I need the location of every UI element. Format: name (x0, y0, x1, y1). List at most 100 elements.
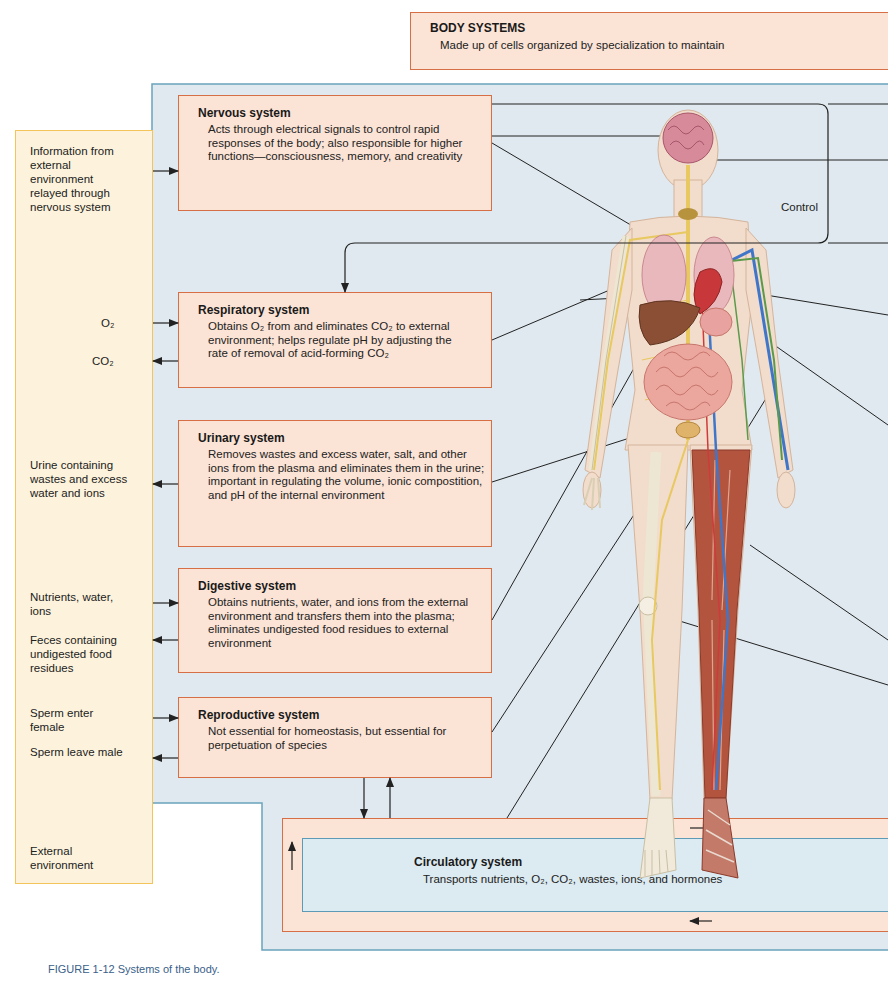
leader-line (492, 272, 652, 340)
leader-line (492, 136, 672, 137)
control-line (828, 104, 888, 105)
edge-label: Sperm enter female (30, 706, 130, 734)
connector-arrow (153, 717, 178, 718)
box-text: Obtains O₂ from and eliminates CO₂ to ex… (208, 320, 472, 361)
thyroid (678, 208, 698, 220)
bladder (676, 422, 700, 438)
title-box: BODY SYSTEMSMade up of cells organized b… (410, 12, 888, 70)
control-line (828, 243, 888, 244)
box-heading: Reproductive system (198, 709, 319, 723)
lung (694, 237, 734, 313)
connector-arrow (153, 639, 178, 640)
flow-arrow (690, 920, 712, 921)
box-text: Made up of cells organized by specializa… (440, 39, 880, 53)
box-text: Acts through electrical signals to contr… (208, 123, 482, 164)
edge-label: Feces containing undigested food residue… (30, 633, 130, 675)
drawing-part (585, 228, 632, 478)
edge-label: Control (781, 200, 818, 214)
drawing-part (594, 232, 688, 470)
connector-arrow (153, 757, 178, 758)
leader-lines (492, 104, 888, 818)
liver (639, 301, 700, 345)
leader-line (700, 160, 888, 161)
leader-line (492, 432, 688, 732)
connector-arrow (153, 322, 178, 323)
drawing-part (584, 478, 600, 510)
drawing-part (702, 798, 738, 878)
drawing-part (777, 472, 795, 508)
system-box: Digestive systemObtains nutrients, water… (178, 568, 492, 673)
system-box: Nervous systemActs through electrical si… (178, 95, 492, 211)
connector-arrow (153, 170, 178, 171)
drawing-part (746, 228, 793, 478)
skin (583, 110, 795, 800)
vessels (702, 250, 788, 790)
leader-line (580, 292, 740, 300)
connector-arrow (345, 104, 828, 292)
drawing-part (648, 612, 656, 796)
stomach (700, 308, 732, 336)
connector-arrow (389, 778, 390, 818)
drawing-part (692, 450, 750, 798)
drawing-part (708, 300, 728, 790)
heart (694, 269, 722, 314)
leader-line (770, 342, 888, 425)
leader-line (507, 392, 770, 818)
box-heading: Respiratory system (198, 304, 309, 318)
drawing-part (639, 597, 657, 615)
leader-line (492, 143, 646, 234)
edge-label: CO₂ (92, 354, 114, 368)
drawing-part (730, 262, 748, 440)
drawing-part (625, 216, 752, 450)
leader-line (735, 290, 888, 315)
system-box: Urinary systemRemoves wastes and excess … (178, 420, 492, 547)
leader-line (492, 322, 660, 620)
box-text: Removes wastes and excess water, salt, a… (208, 448, 486, 502)
drawing-part (628, 445, 688, 800)
system-box: Respiratory systemObtains O₂ from and el… (178, 292, 492, 388)
connector-arrow (153, 483, 178, 484)
connector-arrow (153, 360, 178, 361)
drawing-part (712, 250, 788, 470)
leader-line (660, 615, 888, 685)
drawing-part (645, 850, 668, 876)
muscles (692, 450, 750, 878)
body-figure (583, 110, 795, 878)
connector-arrow (363, 778, 364, 818)
edge-label: Urine containing wastes and excess water… (30, 458, 130, 500)
system-box: Reproductive systemNot essential for hom… (178, 697, 492, 778)
edge-label: Sperm leave male (30, 745, 130, 759)
drawing-part (652, 440, 688, 790)
brain (663, 113, 713, 163)
box-text: External environment (30, 844, 130, 872)
brain-folds (668, 126, 704, 149)
leader-line (492, 420, 686, 482)
skeleton (584, 236, 676, 878)
box-text: Not essential for homeostasis, but essen… (208, 725, 470, 752)
box-heading: Circulatory system (414, 856, 522, 870)
box-heading: Urinary system (198, 432, 285, 446)
drawing-part (640, 798, 676, 878)
box-heading: Digestive system (198, 580, 296, 594)
box-heading: Nervous system (198, 107, 291, 121)
drawing-part (686, 165, 690, 440)
drawing-part (658, 110, 718, 190)
drawing-part (712, 460, 730, 790)
box-text: Obtains nutrients, water, and ions from … (208, 596, 470, 650)
intestine-coils (656, 352, 718, 410)
flow-arrows (292, 828, 712, 921)
drawing-part (722, 258, 782, 460)
flow-arrow (291, 842, 292, 870)
drawing-part (640, 300, 688, 400)
drawing-part (706, 810, 734, 862)
drawing-part (592, 236, 626, 470)
drawing-part (702, 300, 720, 790)
drawing-part (592, 236, 626, 470)
drawing-part (583, 472, 601, 508)
box-text: Transports nutrients, O₂, CO₂, wastes, i… (423, 873, 863, 887)
edge-label: Information from external environment re… (30, 144, 130, 214)
